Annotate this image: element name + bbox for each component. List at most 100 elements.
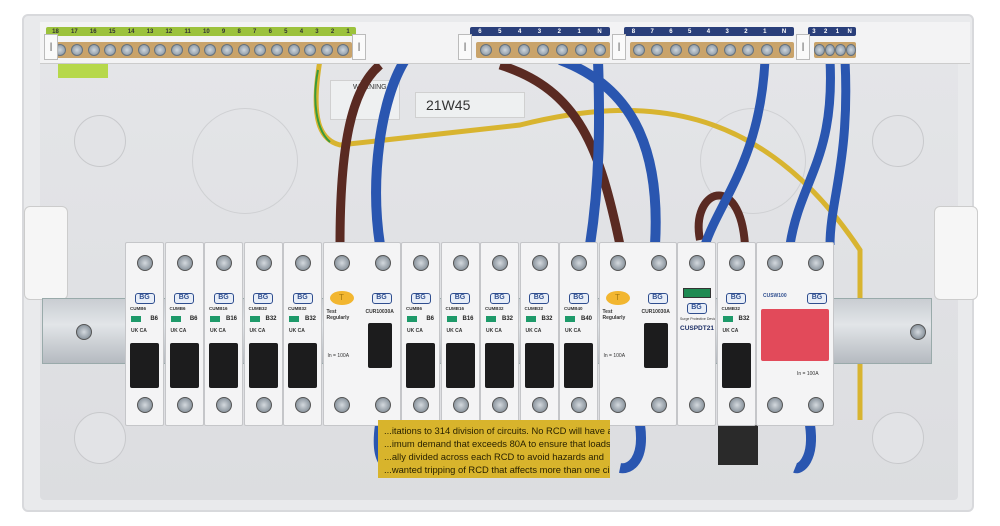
terminal-screw[interactable] bbox=[760, 44, 773, 56]
terminal-screw[interactable] bbox=[204, 44, 217, 56]
terminal-screw[interactable] bbox=[320, 44, 333, 56]
terminal-screw[interactable] bbox=[333, 397, 350, 413]
terminal-screw[interactable] bbox=[767, 397, 783, 413]
ukca-mark: UK CA bbox=[249, 328, 266, 334]
terminal-screw[interactable] bbox=[479, 44, 492, 56]
terminal-screw[interactable] bbox=[255, 255, 272, 271]
terminal-screw[interactable] bbox=[778, 44, 791, 56]
terminal-screw[interactable] bbox=[651, 44, 664, 56]
terminal-screw[interactable] bbox=[254, 44, 267, 56]
terminal-screw[interactable] bbox=[571, 397, 587, 413]
brand-logo: BG bbox=[410, 293, 431, 304]
breaker-toggle[interactable] bbox=[445, 343, 475, 388]
terminal-screw[interactable] bbox=[104, 44, 117, 56]
rcd-toggle[interactable] bbox=[643, 323, 668, 368]
terminal-screw[interactable] bbox=[498, 44, 511, 56]
terminal-screw[interactable] bbox=[70, 44, 83, 56]
terminal-screw[interactable] bbox=[517, 44, 530, 56]
terminal-screw[interactable] bbox=[609, 255, 626, 271]
terminal-screw[interactable] bbox=[237, 44, 250, 56]
breaker-toggle[interactable] bbox=[485, 343, 514, 388]
terminal-screw[interactable] bbox=[575, 44, 588, 56]
earth-wire-stripe bbox=[314, 69, 331, 143]
terminal-screw[interactable] bbox=[452, 255, 469, 271]
terminal-screw[interactable] bbox=[808, 397, 824, 413]
terminal-screw[interactable] bbox=[216, 255, 232, 271]
breaker-toggle[interactable] bbox=[721, 343, 751, 388]
terminal-screw[interactable] bbox=[87, 44, 100, 56]
main-switch-handle[interactable] bbox=[761, 309, 829, 361]
terminal-screw[interactable] bbox=[808, 255, 824, 271]
terminal-screw[interactable] bbox=[452, 397, 469, 413]
breaker-rating: B32 bbox=[265, 316, 277, 322]
terminal-screw[interactable] bbox=[413, 397, 429, 413]
terminal-screw[interactable] bbox=[536, 44, 549, 56]
terminal-screw[interactable] bbox=[220, 44, 233, 56]
terminal-screw[interactable] bbox=[295, 397, 311, 413]
terminal-screw[interactable] bbox=[824, 44, 835, 56]
terminal-screw[interactable] bbox=[287, 44, 300, 56]
breaker-toggle[interactable] bbox=[248, 343, 278, 388]
breaker-toggle[interactable] bbox=[169, 343, 199, 388]
terminal-screw[interactable] bbox=[650, 255, 667, 271]
terminal-screw[interactable] bbox=[413, 255, 429, 271]
terminal-screw[interactable] bbox=[154, 44, 167, 56]
terminal-screw[interactable] bbox=[724, 44, 737, 56]
breaker-toggle[interactable] bbox=[288, 343, 317, 388]
terminal-screw[interactable] bbox=[705, 44, 718, 56]
model-number: CUR10030A bbox=[365, 309, 394, 315]
terminal-screw[interactable] bbox=[594, 44, 607, 56]
terminal-screw[interactable] bbox=[137, 255, 153, 271]
neutral-terminal-bar bbox=[476, 42, 610, 58]
ukca-mark: UK CA bbox=[486, 328, 502, 334]
breaker-toggle[interactable] bbox=[524, 343, 554, 388]
terminal-screw[interactable] bbox=[531, 255, 548, 271]
terminal-screw[interactable] bbox=[531, 397, 548, 413]
terminal-screw[interactable] bbox=[374, 255, 391, 271]
terminal-screw[interactable] bbox=[137, 397, 153, 413]
terminal-screw[interactable] bbox=[187, 44, 200, 56]
terminal-screw[interactable] bbox=[137, 44, 150, 56]
terminal-screw[interactable] bbox=[333, 255, 350, 271]
terminal-screw[interactable] bbox=[728, 397, 745, 413]
terminal-screw[interactable] bbox=[176, 397, 193, 413]
terminal-screw[interactable] bbox=[689, 255, 705, 271]
test-button[interactable]: T bbox=[605, 291, 630, 305]
terminal-screw[interactable] bbox=[176, 255, 193, 271]
breaker-toggle[interactable] bbox=[209, 343, 238, 388]
breaker-toggle[interactable] bbox=[564, 343, 593, 388]
earth-terminal-number: 18 bbox=[52, 28, 59, 35]
terminal-screw[interactable] bbox=[669, 44, 682, 56]
terminal-screw[interactable] bbox=[120, 44, 133, 56]
terminal-screw[interactable] bbox=[767, 255, 783, 271]
status-indicator bbox=[446, 316, 457, 322]
terminal-screw[interactable] bbox=[689, 397, 705, 413]
terminal-screw[interactable] bbox=[170, 44, 183, 56]
terminal-screw[interactable] bbox=[814, 44, 825, 56]
terminal-screw[interactable] bbox=[633, 44, 646, 56]
breaker-toggle[interactable] bbox=[130, 343, 159, 388]
terminal-screw[interactable] bbox=[742, 44, 755, 56]
terminal-screw[interactable] bbox=[255, 397, 272, 413]
terminal-screw[interactable] bbox=[492, 255, 508, 271]
bar-clip: I bbox=[796, 34, 810, 60]
terminal-screw[interactable] bbox=[270, 44, 283, 56]
terminal-screw[interactable] bbox=[304, 44, 317, 56]
terminal-screw[interactable] bbox=[556, 44, 569, 56]
terminal-screw[interactable] bbox=[295, 255, 311, 271]
rcd-toggle[interactable] bbox=[367, 323, 392, 368]
terminal-screw[interactable] bbox=[650, 397, 667, 413]
breaker-toggle[interactable] bbox=[406, 343, 435, 388]
terminal-screw[interactable] bbox=[492, 397, 508, 413]
terminal-screw[interactable] bbox=[216, 397, 232, 413]
test-button[interactable]: T bbox=[329, 291, 354, 305]
terminal-screw[interactable] bbox=[845, 44, 856, 56]
terminal-screw[interactable] bbox=[835, 44, 846, 56]
terminal-screw[interactable] bbox=[571, 255, 587, 271]
terminal-screw[interactable] bbox=[728, 255, 745, 271]
terminal-screw[interactable] bbox=[374, 397, 391, 413]
terminal-screw[interactable] bbox=[337, 44, 350, 56]
terminal-screw[interactable] bbox=[687, 44, 700, 56]
terminal-screw[interactable] bbox=[609, 397, 626, 413]
